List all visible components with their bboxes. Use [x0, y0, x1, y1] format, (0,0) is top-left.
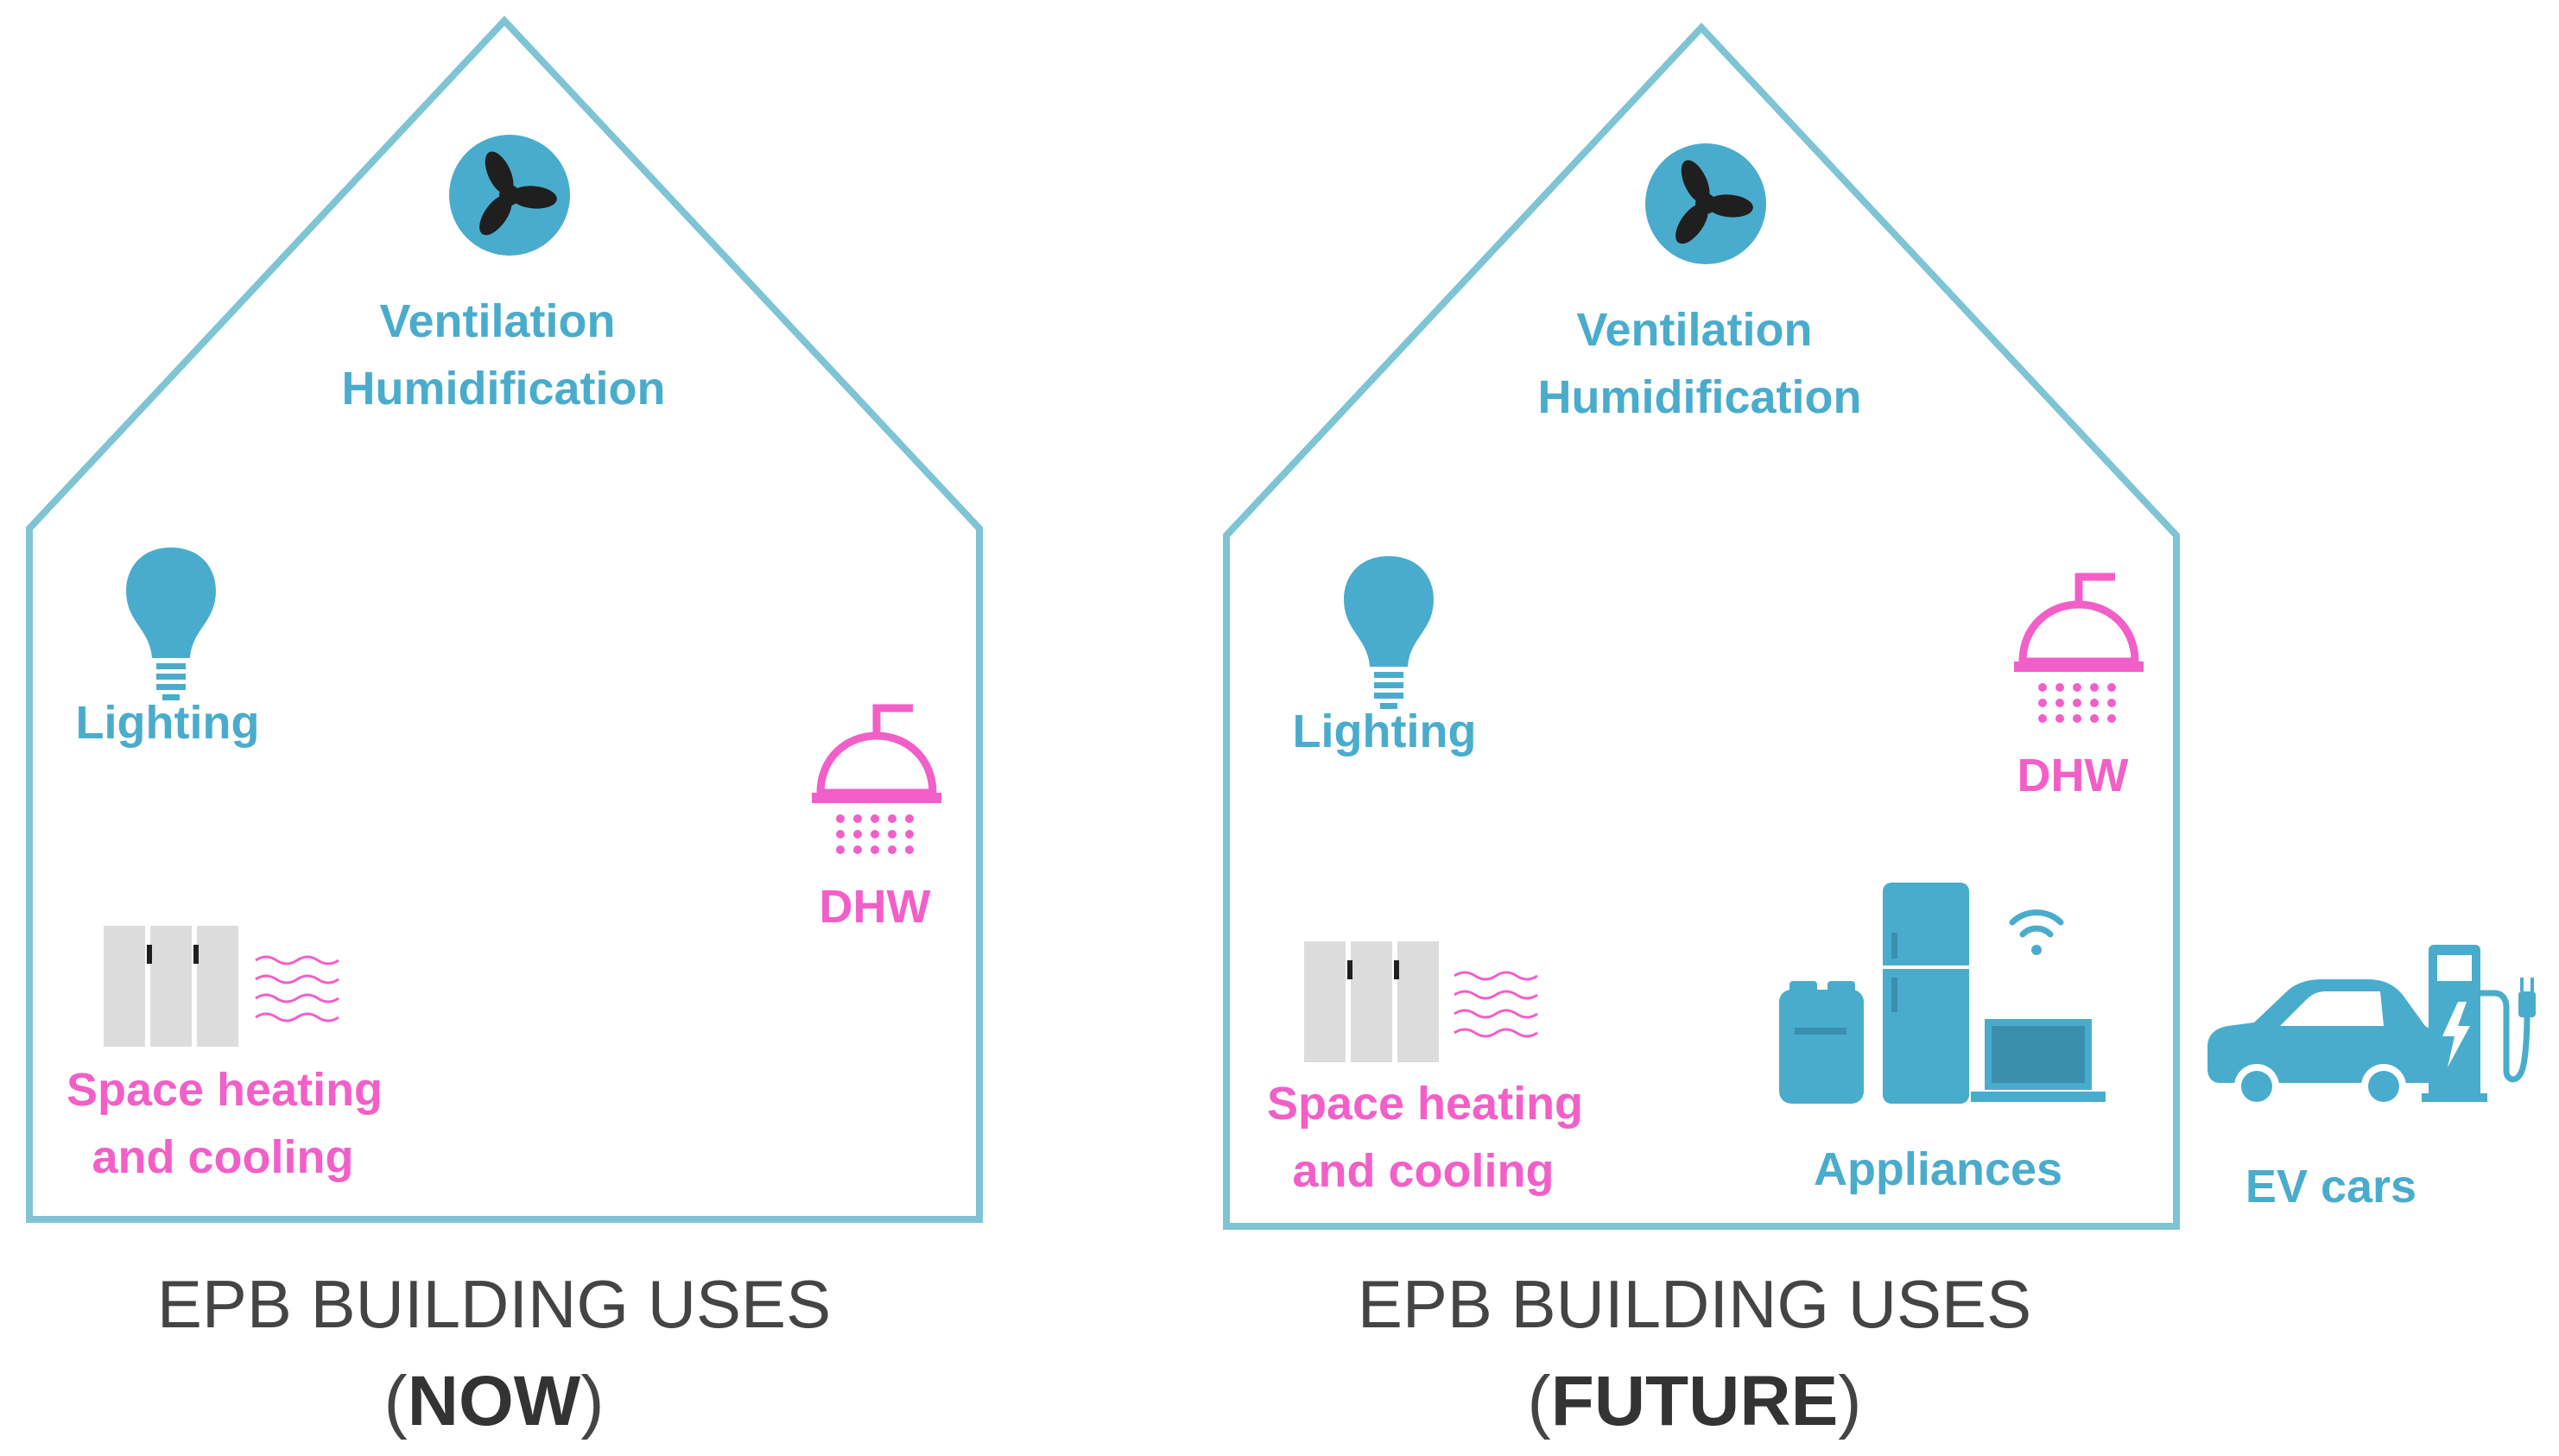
dhw-label: DHW [820, 881, 931, 933]
caption-title-future: EPB BUILDING USES [1358, 1266, 2031, 1342]
laptop-icon [1971, 1019, 2106, 1102]
appliances-label: Appliances [1814, 1143, 2062, 1195]
charging-station-icon [2422, 945, 2536, 1102]
dhw-label: DHW [2017, 750, 2129, 801]
ventilation-label: Ventilation [1576, 304, 1812, 356]
ventilation-label: Ventilation [379, 295, 615, 347]
and-cooling-label: and cooling [1293, 1145, 1555, 1197]
fan-icon [449, 135, 570, 256]
light-bulb-icon [1344, 556, 1434, 709]
wifi-icon [2009, 909, 2064, 955]
shower-icon [812, 708, 941, 854]
and-cooling-label: and cooling [92, 1131, 354, 1183]
light-bulb-icon [126, 548, 216, 700]
caption-subtitle-now: (NOW) [383, 1362, 604, 1440]
car-icon [2207, 979, 2439, 1109]
house-now-outline [26, 16, 983, 1223]
heat-waves-icon [254, 955, 340, 1022]
space-heating-label: Space heating [67, 1064, 383, 1116]
humidification-label: Humidification [342, 363, 666, 415]
lighting-label: Lighting [76, 697, 260, 749]
caption-title-now: EPB BUILDING USES [157, 1266, 831, 1342]
house-future-outline [1223, 22, 2180, 1230]
space-heating-label: Space heating [1267, 1078, 1583, 1130]
humidification-label: Humidification [1538, 371, 1862, 423]
caption-subtitle-future: (FUTURE) [1527, 1362, 1861, 1440]
appliances-icon [1779, 883, 1969, 1104]
radiator-icon [104, 926, 238, 1047]
ev-cars-label: EV cars [2245, 1161, 2416, 1212]
radiator-icon [1304, 941, 1439, 1062]
house-now: Ventilation Humidification Lighting DHW … [26, 16, 983, 1440]
fan-icon [1645, 143, 1766, 264]
house-future: Ventilation Humidification Lighting DHW … [1223, 22, 2536, 1440]
lighting-label: Lighting [1293, 706, 1477, 757]
heat-waves-icon [1453, 971, 1539, 1038]
shower-icon [2014, 577, 2144, 723]
